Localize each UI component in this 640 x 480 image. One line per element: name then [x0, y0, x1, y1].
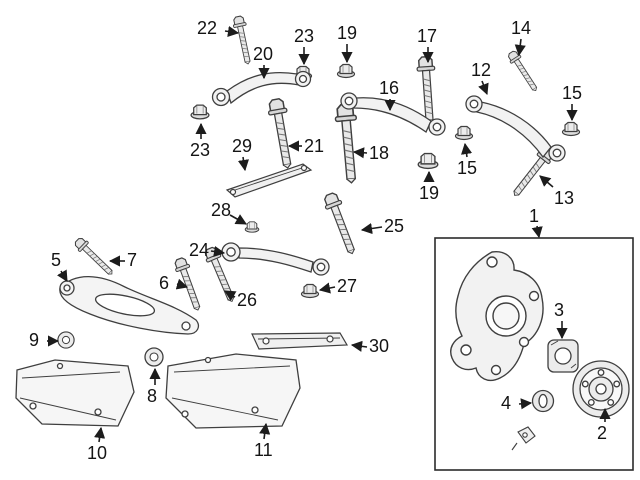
callout-24: 24 [189, 240, 210, 260]
leader-11 [259, 422, 271, 440]
part-bolt-21 [265, 97, 298, 171]
callout-19-mid: 19 [419, 183, 440, 203]
part-nut-27 [300, 283, 320, 299]
callout-26: 26 [237, 290, 258, 310]
leader-30 [350, 340, 368, 352]
callout-17: 17 [417, 26, 438, 46]
part-bolt-25 [320, 190, 361, 258]
callout-8: 8 [147, 386, 158, 406]
callout-15-mid: 15 [457, 158, 478, 178]
leader-13 [539, 175, 554, 188]
callout-5: 5 [51, 250, 62, 270]
leader-25 [360, 222, 383, 235]
leader-29 [237, 156, 250, 172]
leader-18 [352, 147, 368, 159]
callout-15-right: 15 [562, 83, 583, 103]
callout-12: 12 [471, 60, 492, 80]
leader-27 [318, 282, 336, 294]
callout-16: 16 [379, 78, 400, 98]
part-bushing-4 [531, 389, 555, 413]
callout-3: 3 [554, 300, 565, 320]
part-nut-19-mid [417, 152, 439, 170]
part-bushing-3 [547, 339, 579, 373]
callout-27: 27 [337, 276, 358, 296]
part-bolt-14 [505, 48, 542, 95]
callout-30: 30 [369, 336, 390, 356]
part-arm-5 [59, 276, 199, 335]
part-arm-24 [221, 242, 330, 276]
callout-21: 21 [304, 136, 325, 156]
callout-29: 29 [232, 136, 253, 156]
leader-12 [478, 80, 489, 96]
leader-6 [175, 278, 189, 290]
leader-14 [514, 38, 526, 57]
callout-23-top: 23 [294, 26, 315, 46]
leader-10 [94, 426, 106, 443]
part-nut-28 [244, 221, 260, 233]
callout-1: 1 [529, 206, 540, 226]
part-nut-15-mid [454, 125, 474, 141]
part-sensor-bracket [511, 426, 536, 451]
callout-25: 25 [384, 216, 405, 236]
leader-1 [531, 225, 543, 239]
leader-22 [224, 25, 240, 38]
callout-23-left: 23 [190, 140, 211, 160]
callout-28: 28 [211, 200, 232, 220]
part-hub-2 [572, 360, 630, 418]
callout-13: 13 [554, 188, 575, 208]
leader-15-mid [460, 142, 473, 158]
leader-24 [210, 245, 226, 258]
callout-20: 20 [253, 44, 274, 64]
part-nut-15-right [561, 121, 581, 137]
callout-18: 18 [369, 143, 390, 163]
callout-22: 22 [197, 18, 218, 38]
part-cover-10 [15, 359, 135, 427]
leader-5 [57, 269, 68, 282]
callout-19-top: 19 [337, 23, 358, 43]
part-bolt-18 [333, 102, 363, 185]
part-nut-23-left [190, 104, 210, 120]
part-bushing-9 [57, 331, 75, 349]
part-knuckle-1 [450, 251, 544, 382]
leader-28 [229, 214, 247, 225]
part-arm-20 [211, 70, 312, 107]
leader-4 [518, 398, 533, 410]
callout-10: 10 [87, 443, 108, 463]
callout-14: 14 [511, 18, 532, 38]
callout-2: 2 [597, 423, 608, 443]
callout-11: 11 [254, 440, 273, 460]
part-nut-19-top [336, 63, 356, 79]
callout-7: 7 [127, 250, 138, 270]
callout-6: 6 [159, 273, 170, 293]
leader-arrows [47, 25, 611, 443]
part-bushing-8 [144, 347, 164, 367]
part-arm-16 [340, 92, 446, 136]
part-brace-30 [251, 332, 349, 350]
part-cover-11 [165, 353, 301, 429]
part-brace-29 [225, 163, 313, 198]
callout-4: 4 [501, 393, 512, 413]
part-bolt-22 [231, 14, 255, 66]
leader-26 [224, 290, 237, 301]
part-bolt-7 [72, 235, 117, 280]
part-arm-12 [465, 95, 566, 162]
callout-9: 9 [29, 330, 40, 350]
